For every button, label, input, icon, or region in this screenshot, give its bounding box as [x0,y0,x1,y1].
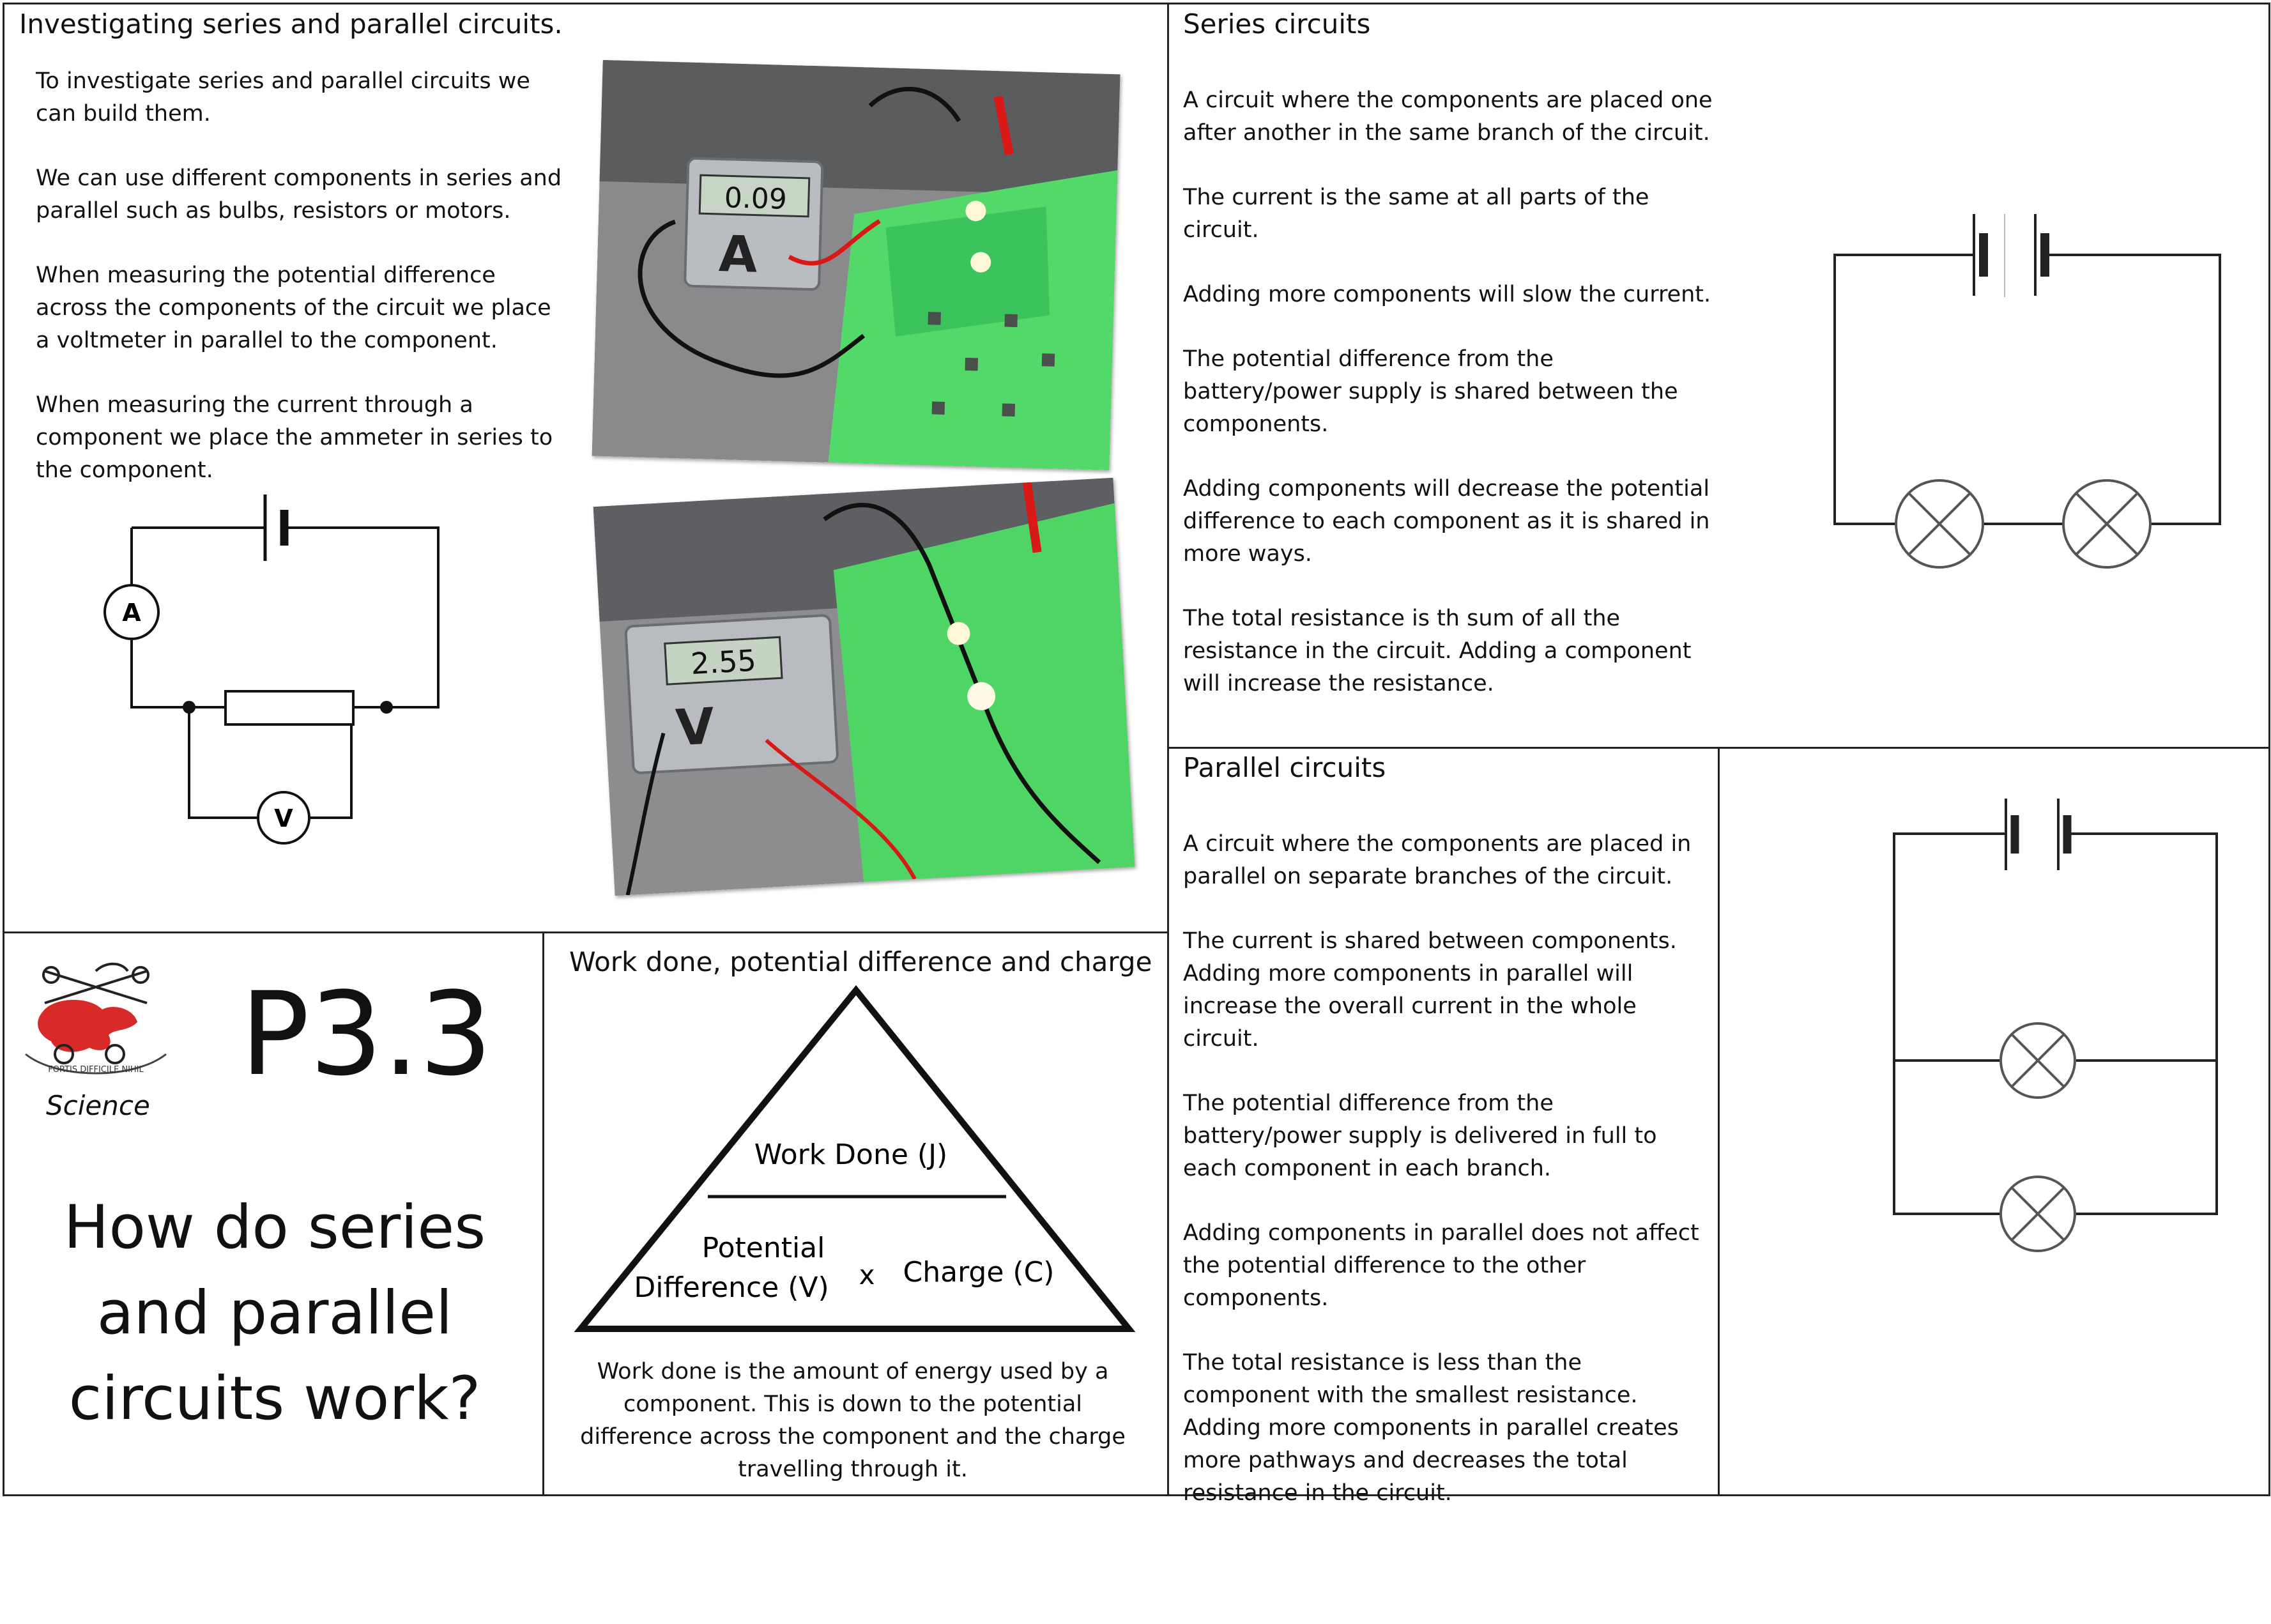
subject-label: Science [46,1090,150,1121]
measurement-circuit-diagram: A V [103,494,440,845]
series-paragraph: The potential difference from the batter… [1183,346,1678,437]
ammeter-circle [103,584,160,640]
voltmeter-circle [257,791,310,845]
investigating-paragraph: When measuring the current through a com… [36,392,553,483]
investigating-text: To investigate series and parallel circu… [36,65,566,519]
divider-left-right [1167,3,1169,1496]
investigating-paragraph: To investigate series and parallel circu… [36,68,530,126]
parallel-paragraph: Adding components in parallel does not a… [1183,1220,1699,1311]
voltmeter-circuit-photo: 2.55 V [593,477,1135,896]
school-crest-logo: FORTIS DIFFICILE NIHIL [25,962,167,1075]
divider-parallel-diagram [1718,747,1720,1496]
work-done-note: Work done is the amount of energy used b… [580,1359,1126,1482]
series-paragraph: The total resistance is th sum of all th… [1183,606,1692,696]
ammeter-symbol: A [122,599,141,627]
ammeter-circuit-photo: 0.09 A [592,59,1120,471]
parallel-title: Parallel circuits [1183,752,1386,783]
series-paragraph: Adding more components will slow the cur… [1183,282,1711,307]
triangle-work-done: Work Done (J) [754,1138,947,1171]
parallel-circuit-diagram [1893,799,2218,1252]
organiser-frame [3,3,2270,1496]
series-text: A circuit where the components are place… [1183,84,1713,732]
parallel-paragraph: The current is shared between components… [1183,928,1677,1052]
voltmeter-symbol: V [274,804,293,832]
parallel-paragraph: A circuit where the components are place… [1183,831,1692,889]
parallel-paragraph: The potential difference from the batter… [1183,1091,1657,1181]
voltmeter-photo-letter: V [675,698,716,757]
parallel-text: A circuit where the components are place… [1183,828,1713,1542]
work-done-formula-triangle: Work Done (J) Potential Difference (V) x… [574,985,1136,1332]
parallel-paragraph: The total resistance is less than the co… [1183,1350,1679,1506]
divider-left-top-bottom [3,931,1168,933]
work-done-title: Work done, potential difference and char… [569,946,1152,977]
ammeter-photo-letter: A [718,226,758,284]
divider-cover-workdone [542,931,544,1496]
investigating-paragraph: We can use different components in serie… [36,165,562,224]
series-paragraph: Adding components will decrease the pote… [1183,476,1710,567]
triangle-potential-line1: Potential [702,1232,825,1264]
series-paragraph: The current is the same at all parts of … [1183,185,1649,243]
investigating-paragraph: When measuring the potential difference … [36,263,551,353]
series-paragraph: A circuit where the components are place… [1183,88,1713,146]
ammeter-photo-reading: 0.09 [724,181,787,216]
crest-motto: FORTIS DIFFICILE NIHIL [48,1065,144,1075]
series-title: Series circuits [1183,8,1371,40]
triangle-potential-line2: Difference (V) [634,1271,829,1304]
investigating-title: Investigating series and parallel circui… [19,8,563,40]
triangle-charge: Charge (C) [903,1256,1055,1289]
triangle-times-sign: x [859,1259,875,1291]
voltmeter-photo-reading: 2.55 [690,643,757,681]
series-circuit-diagram [1833,214,2221,569]
topic-code: P3.3 [240,968,493,1101]
big-question: How do series and parallel circuits work… [63,1193,486,1434]
